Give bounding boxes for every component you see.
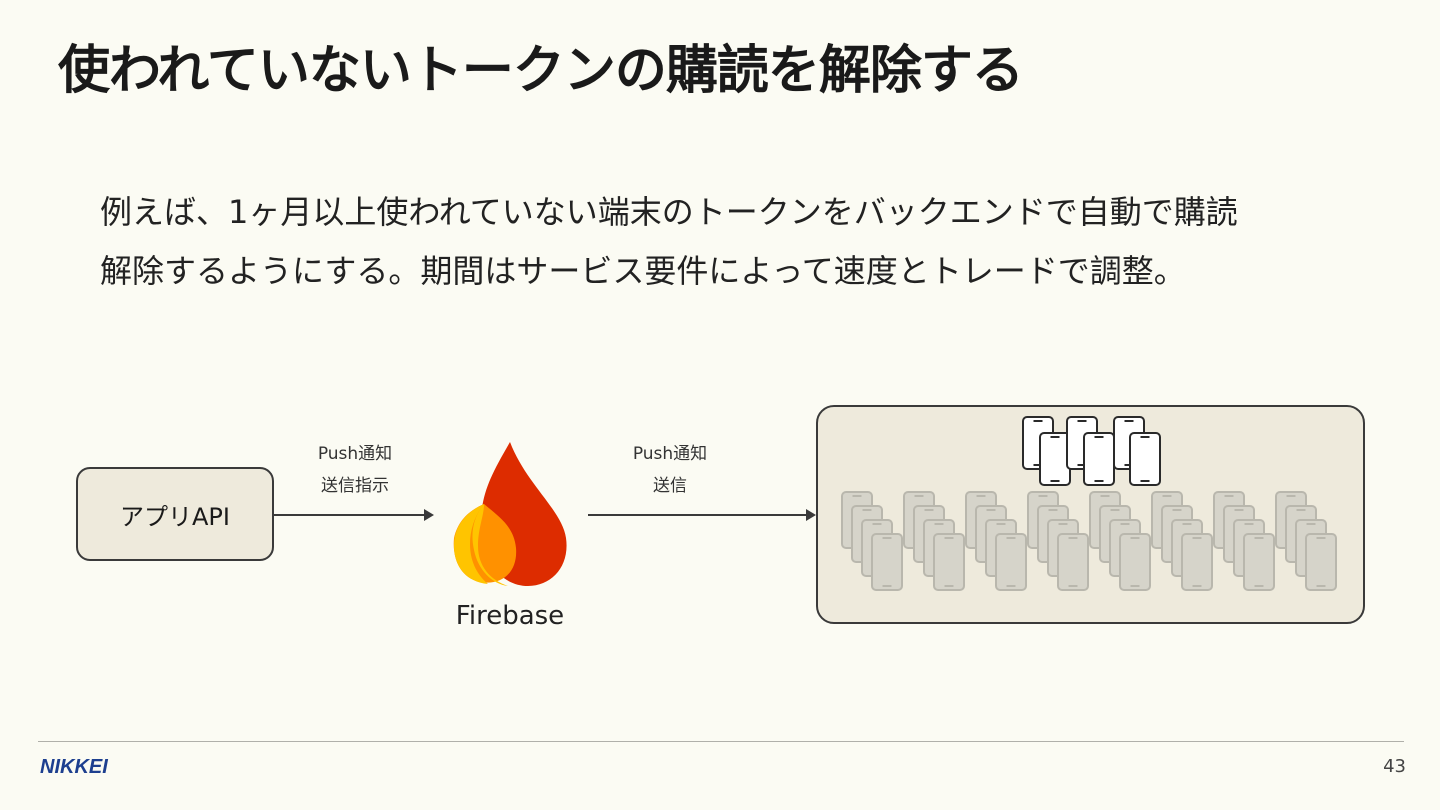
footer-divider — [38, 741, 1404, 742]
active-phone-icon — [1039, 432, 1071, 486]
body-line-2: 解除するようにする。期間はサービス要件によって速度とトレードで調整。 — [100, 252, 1186, 290]
active-phone-icon — [1083, 432, 1115, 486]
active-phone-icon — [1129, 432, 1161, 486]
inactive-phone-icon — [995, 533, 1027, 591]
inactive-phone-icon — [1057, 533, 1089, 591]
edge1-line1: Push通知 — [317, 444, 393, 464]
body-text: 例えば、1ヶ月以上使われていない端末のトークンをバックエンドで自動で購読 解除す… — [100, 183, 1360, 301]
inactive-phone-icon — [1181, 533, 1213, 591]
flame-front — [472, 504, 508, 586]
inactive-phone-icon — [871, 533, 903, 591]
inactive-phone-icon — [933, 533, 965, 591]
firebase-label: Firebase — [455, 601, 565, 631]
app-api-label: アプリAPI — [120, 502, 230, 531]
edge2-line2: 送信 — [653, 476, 687, 496]
devices-box — [816, 405, 1365, 624]
app-api-box: アプリAPI — [76, 467, 274, 561]
edge1-line2: 送信指示 — [321, 476, 389, 496]
devices-canvas — [841, 416, 1337, 591]
page-number: 43 — [1383, 756, 1406, 777]
arrow-firebase-to-devices — [588, 509, 816, 521]
flame-left — [454, 504, 488, 584]
body-line-1: 例えば、1ヶ月以上使われていない端末のトークンをバックエンドで自動で購読 — [100, 193, 1238, 231]
inactive-phone-icon — [1243, 533, 1275, 591]
arrow-api-to-firebase — [274, 509, 434, 521]
nikkei-logo: NIKKEI — [40, 756, 108, 778]
edge-label-send-instruction: Push通知 送信指示 — [300, 438, 410, 502]
firebase-flame-icon — [453, 442, 567, 586]
edge-label-send: Push通知 送信 — [615, 438, 725, 502]
inactive-phone-icon — [1305, 533, 1337, 591]
slide-title: 使われていないトークンの購読を解除する — [58, 41, 1024, 101]
inactive-phone-icon — [1119, 533, 1151, 591]
edge2-line1: Push通知 — [632, 444, 708, 464]
